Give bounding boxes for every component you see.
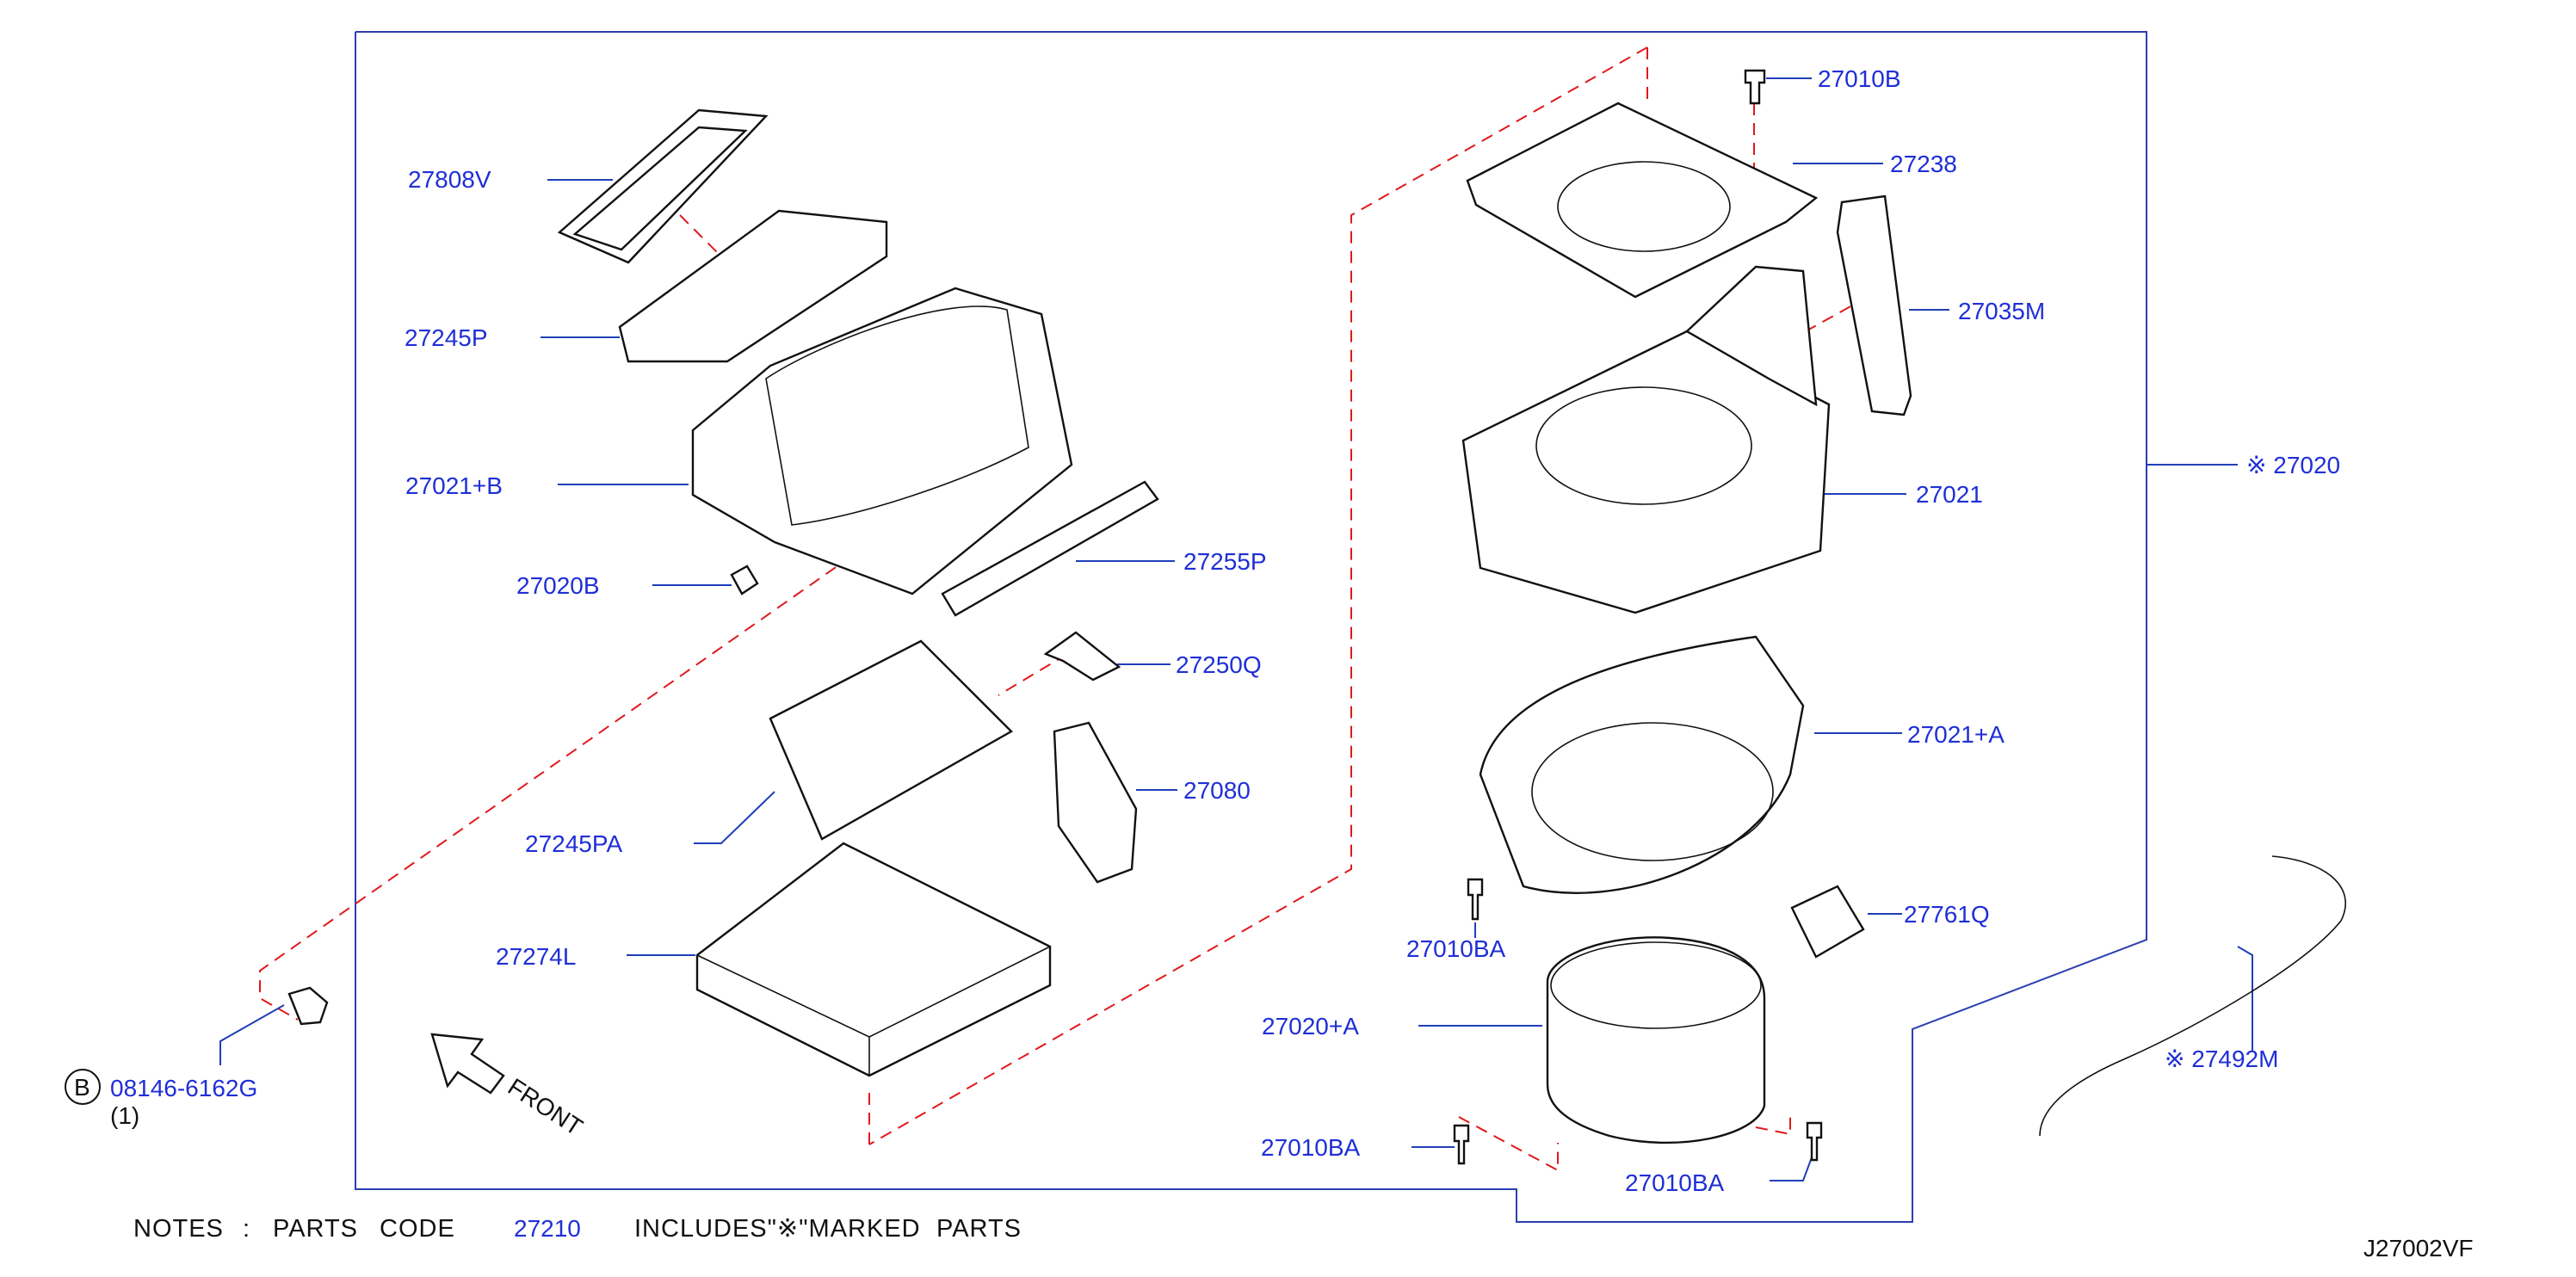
assembly-dash-line-motor-left	[1458, 1116, 1559, 1172]
label-27274l: 27274L	[496, 943, 576, 970]
notes-parts: PARTS	[273, 1215, 358, 1243]
leader-27010ba-3	[1770, 1157, 1813, 1181]
part-27255p-plate	[941, 480, 1159, 617]
notes-colon: :	[243, 1215, 250, 1243]
notes-marked-parts: PARTS	[936, 1215, 1022, 1243]
label-27010ba-2: 27010BA	[1261, 1134, 1361, 1161]
diagram-code: J27002VF	[2363, 1235, 2474, 1262]
label-27035m: 27035M	[1958, 298, 2045, 324]
label-27492m: ※ 27492M	[2165, 1046, 2278, 1072]
notes-prefix: NOTES	[133, 1215, 224, 1243]
label-27238: 27238	[1890, 151, 1957, 177]
part-27020a-fan-top	[1550, 941, 1762, 1029]
notes-code-value: 27210	[514, 1215, 581, 1242]
label-27021b: 27021+B	[405, 472, 503, 499]
label-27245pa: 27245PA	[525, 830, 622, 857]
part-27021-duct	[1685, 265, 1818, 407]
part-27010ba-screw-3	[1806, 1121, 1823, 1162]
label-27010b: 27010B	[1818, 65, 1901, 92]
notes-includes: INCLUDES"※"MARKED	[634, 1215, 921, 1243]
part-27021-fan-opening	[1535, 386, 1752, 505]
part-27761q-resistor	[1790, 885, 1865, 959]
part-27274l-filter	[695, 842, 1052, 1077]
part-27010ba-screw-1	[1467, 878, 1484, 921]
bolt-circle-marker	[65, 1069, 101, 1105]
bolt-quantity: (1)	[110, 1102, 139, 1129]
part-27080-actuator	[1053, 721, 1138, 884]
assembly-dash-line-center	[868, 46, 1648, 1145]
part-27492m-hose	[2039, 855, 2346, 1137]
label-27761q: 27761Q	[1904, 901, 1990, 928]
notes-code: CODE	[380, 1215, 455, 1243]
label-27255p: 27255P	[1183, 548, 1267, 575]
part-27021a-scroll	[1479, 635, 1805, 894]
assembly-dash-line-gasket	[1789, 296, 1869, 341]
part-27245p-grille	[618, 209, 888, 363]
label-27080: 27080	[1183, 777, 1251, 804]
leader-27245pa	[694, 791, 775, 844]
front-label: FRONT	[503, 1073, 588, 1141]
part-27021b-intake-case	[691, 287, 1073, 595]
part-27238-cover	[1466, 102, 1819, 299]
part-27020a-motor	[1546, 936, 1766, 1144]
part-bolt-08146	[287, 986, 329, 1026]
part-27245pa-door	[769, 639, 1013, 841]
assembly-dash-line-motor-right	[1755, 1117, 1791, 1136]
label-27021: 27021	[1916, 481, 1983, 508]
front-arrow-icon	[430, 1033, 505, 1095]
part-27010b-screw	[1744, 69, 1766, 105]
label-27010ba-3: 27010BA	[1625, 1169, 1725, 1196]
part-27808v-seal	[557, 108, 769, 264]
label-27010ba-1: 27010BA	[1406, 935, 1506, 962]
label-27020: ※ 27020	[2246, 452, 2340, 478]
bolt-part-number: 08146-6162G	[110, 1075, 257, 1101]
label-27020a: 27020+A	[1262, 1013, 1359, 1039]
bolt-circle-letter: B	[74, 1074, 90, 1101]
label-27020b: 27020B	[516, 572, 600, 599]
label-27250q: 27250Q	[1176, 651, 1262, 678]
part-27238-fan-ring	[1557, 161, 1731, 252]
part-27035m-gasket	[1836, 194, 1912, 416]
part-27020b-clip	[730, 564, 759, 595]
part-27021a-fan-ring	[1531, 722, 1774, 861]
part-27010ba-screw-2	[1453, 1124, 1470, 1165]
part-27021b-drum	[765, 305, 1029, 526]
label-27245p: 27245P	[405, 324, 488, 351]
label-27808v: 27808V	[408, 166, 491, 193]
part-27250q-sensor	[1043, 631, 1121, 682]
leader-27492m	[2237, 946, 2253, 1052]
assembly-dash-line-sensor	[998, 653, 1068, 696]
leader-bolt	[219, 1004, 285, 1065]
label-27021a: 27021+A	[1907, 721, 2005, 748]
part-27274l-filter-top	[696, 946, 1051, 1076]
assembly-boundary-frame	[355, 31, 2147, 1223]
